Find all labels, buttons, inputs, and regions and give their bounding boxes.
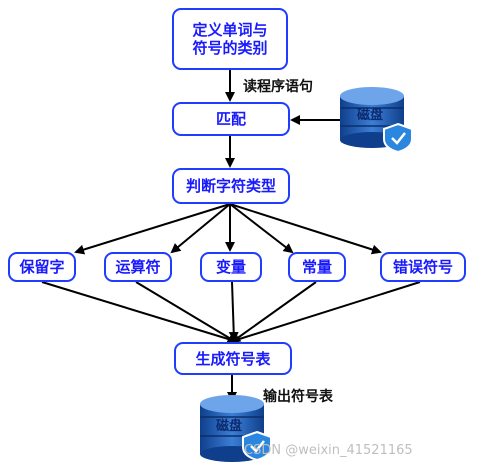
shield-icon — [383, 122, 413, 154]
disk-label-top: 磁盘 — [357, 108, 384, 123]
node-variable: 变量 — [200, 252, 262, 282]
node-error-symbol: 错误符号 — [380, 252, 466, 282]
edge-judge-to-operator — [170, 203, 231, 254]
node-match: 匹配 — [172, 102, 290, 136]
node-operator: 运算符 — [104, 252, 172, 282]
edge-reserved-to-generate — [41, 281, 240, 345]
disk-icon-bottom — [200, 395, 272, 462]
edge-label-output-table: 输出符号表 — [263, 389, 333, 405]
node-judge-type: 判断字符类型 — [172, 168, 290, 204]
edge-label-read-statement: 读程序语句 — [243, 79, 313, 95]
edge-judge-to-reserved — [74, 203, 231, 255]
edge-operator-to-generate — [135, 281, 238, 344]
node-define-words: 定义单词与 符号的类别 — [172, 8, 288, 70]
disk-icon-top — [340, 87, 413, 154]
node-constant: 常量 — [288, 252, 346, 282]
node-generate-table: 生成符号表 — [174, 342, 292, 375]
watermark: CSDN @weixin_41521165 — [244, 443, 413, 458]
disk-label-bottom: 磁盘 — [216, 419, 243, 434]
shield-icon — [242, 430, 272, 462]
edge-error-to-generate — [228, 281, 421, 345]
edge-variable-to-generate — [228, 281, 239, 342]
node-reserved-word: 保留字 — [8, 252, 76, 282]
edge-judge-to-constant — [229, 203, 294, 254]
edge-judge-to-error — [229, 203, 382, 255]
edge-constant-to-generate — [230, 281, 317, 344]
